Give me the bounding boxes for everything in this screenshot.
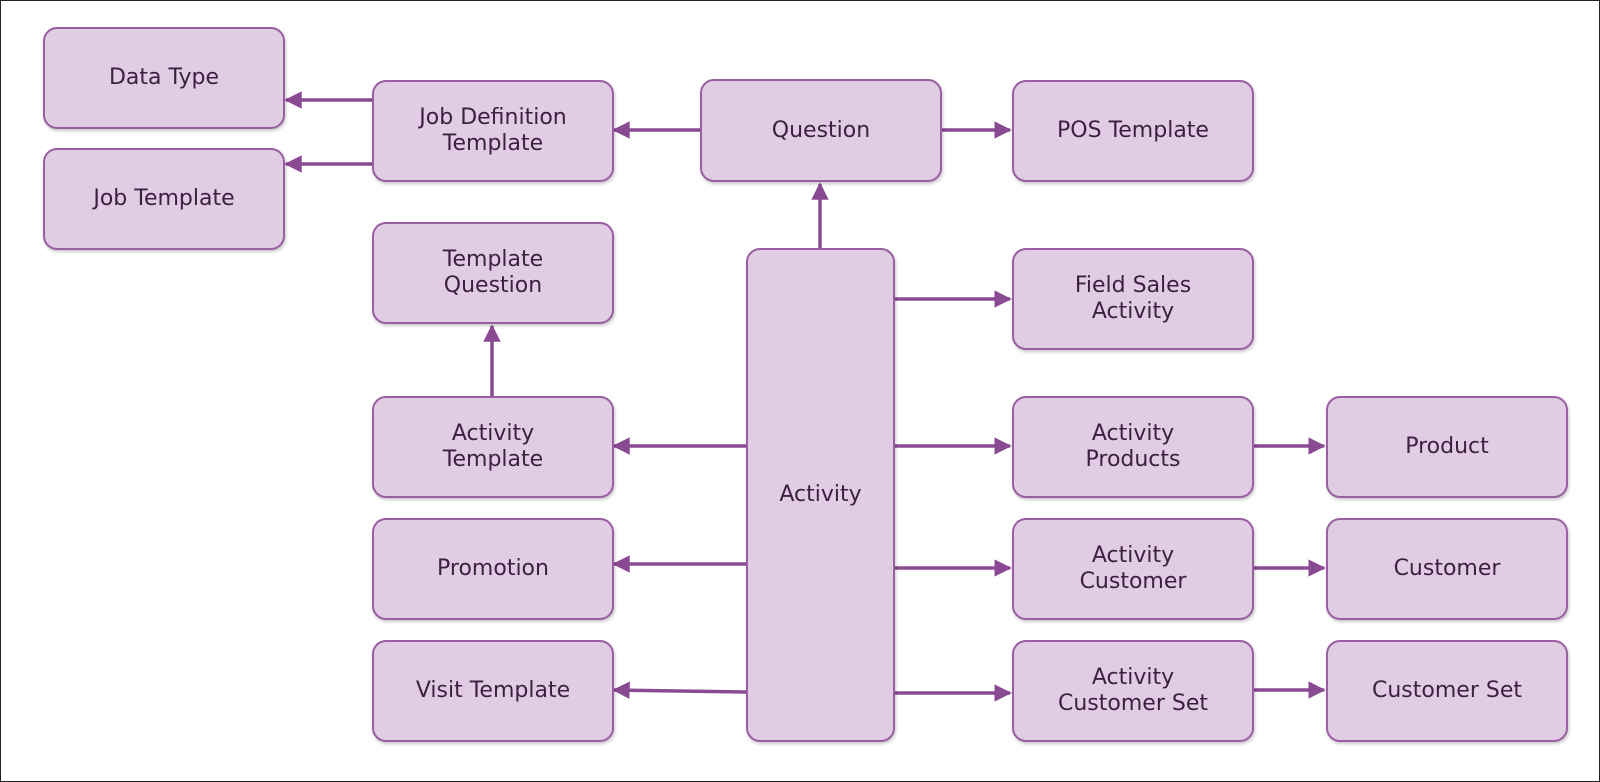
node-activity-customer: Activity Customer: [1012, 518, 1254, 620]
node-activity-template: Activity Template: [372, 396, 614, 498]
node-customer: Customer: [1326, 518, 1568, 620]
node-template-question: Template Question: [372, 222, 614, 324]
node-data-type: Data Type: [43, 27, 285, 129]
node-promotion: Promotion: [372, 518, 614, 620]
node-product: Product: [1326, 396, 1568, 498]
node-activity: Activity: [746, 248, 895, 742]
node-visit-template: Visit Template: [372, 640, 614, 742]
node-activity-customer-set: Activity Customer Set: [1012, 640, 1254, 742]
node-job-template: Job Template: [43, 148, 285, 250]
node-job-definition-template: Job Definition Template: [372, 80, 614, 182]
node-field-sales-activity: Field Sales Activity: [1012, 248, 1254, 350]
edge-activity-to-visittemplate: [612, 681, 747, 699]
node-question: Question: [700, 79, 942, 182]
node-pos-template: POS Template: [1012, 80, 1254, 182]
node-activity-products: Activity Products: [1012, 396, 1254, 498]
node-customer-set: Customer Set: [1326, 640, 1568, 742]
